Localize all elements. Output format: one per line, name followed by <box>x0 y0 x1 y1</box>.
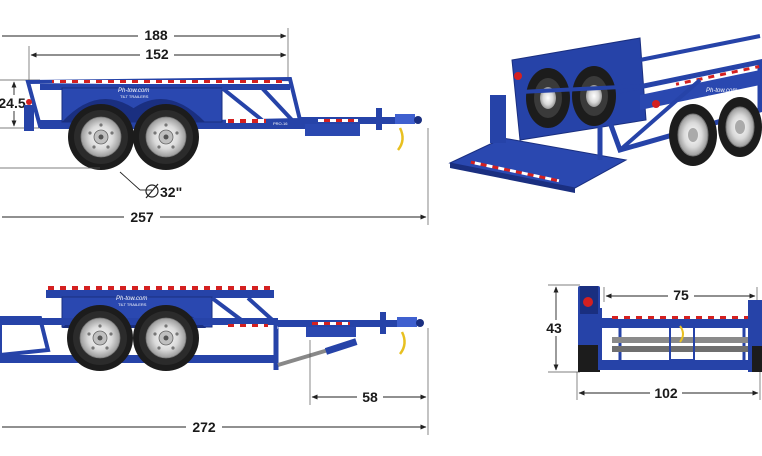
wheel-icon <box>132 304 200 372</box>
dimension-tongue-length: 58 <box>309 328 429 435</box>
dimension-overall-bed: 188 <box>2 27 289 80</box>
rear-view: 75 43 102 <box>540 284 762 401</box>
dim-102-label: 102 <box>654 385 678 401</box>
safety-chain-icon <box>396 127 404 151</box>
tilted-logo-text: Ph-tow.com <box>706 88 737 94</box>
tilted-logo-sub: TILT TRAILERS <box>708 94 737 99</box>
dim-75-label: 75 <box>673 287 689 303</box>
side-view: 188 152 24.5 <box>0 27 429 225</box>
dim-152-label: 152 <box>145 46 169 62</box>
dimension-wheel-diameter: 32" <box>119 171 182 200</box>
wheel-icon <box>132 103 200 171</box>
lowered-view: Ph-tow.com TILT TRAILERS PRO-16 58 272 <box>0 286 429 435</box>
tilted-view: Ph-tow.com TILT TRAILERS <box>448 34 762 193</box>
side-model-badge: PRO-16 <box>273 121 288 126</box>
dimension-overall-width: 102 <box>576 372 761 401</box>
lowered-model-badge: PRO-16 <box>277 325 292 330</box>
dimension-overall-length-lowered: 272 <box>2 418 427 435</box>
dim-32-label: 32" <box>160 184 182 200</box>
dimension-overall-length: 257 <box>0 128 429 225</box>
dimension-height: 43 <box>540 284 580 373</box>
dim-272-label: 272 <box>192 419 216 435</box>
wheel-icon <box>66 304 134 372</box>
lowered-logo-text: Ph-tow.com <box>116 296 147 302</box>
dimension-bed-length: 152 <box>28 46 287 82</box>
dim-188-label: 188 <box>144 27 168 43</box>
dim-24-5-label: 24.5 <box>0 95 26 111</box>
side-logo-sub: TILT TRAILERS <box>120 94 149 99</box>
safety-chain-icon <box>398 331 406 355</box>
diameter-symbol-icon <box>145 183 159 199</box>
dim-257-label: 257 <box>130 209 154 225</box>
dimension-inside-width: 75 <box>603 287 758 303</box>
dim-58-label: 58 <box>362 389 378 405</box>
wheel-icon <box>669 104 717 166</box>
wheel-icon <box>67 103 135 171</box>
side-view-trailer: Ph-tow.com TILT TRAILERS PRO-16 <box>24 76 422 171</box>
dim-43-label: 43 <box>546 320 562 336</box>
safety-chain-icon <box>679 325 684 343</box>
wheel-icon <box>718 97 762 157</box>
lowered-logo-sub: TILT TRAILERS <box>118 302 147 307</box>
side-logo-text: Ph-tow.com <box>118 88 149 94</box>
dimension-side-height: 24.5 <box>0 79 40 129</box>
